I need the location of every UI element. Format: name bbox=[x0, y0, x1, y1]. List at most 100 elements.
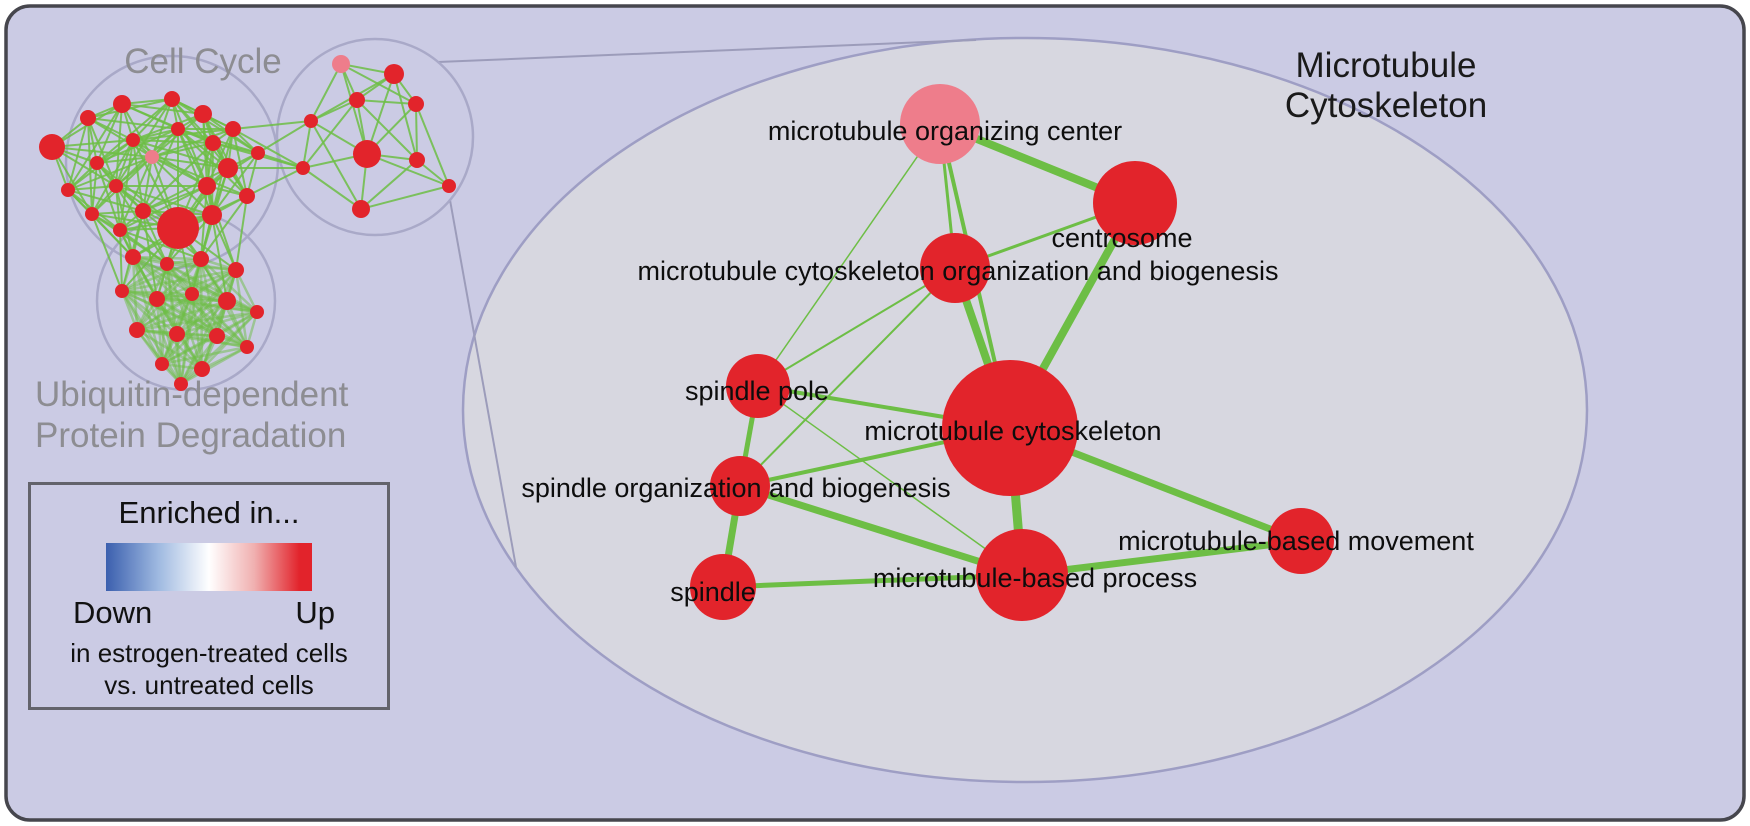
cluster-title-cell-cycle: Cell Cycle bbox=[124, 42, 282, 81]
node-mt_cytoskeleton bbox=[942, 360, 1078, 496]
node-label-spindle_org: spindle organization and biogenesis bbox=[521, 473, 950, 503]
overview-edge bbox=[119, 156, 153, 231]
overview-edge bbox=[142, 167, 229, 212]
overview-edge bbox=[310, 63, 342, 122]
overview-edge bbox=[115, 185, 121, 231]
overview-node bbox=[251, 146, 265, 160]
overview-edge bbox=[119, 229, 123, 292]
overview-edge bbox=[257, 152, 304, 169]
overview-node bbox=[39, 134, 65, 160]
node-mt_based_process bbox=[976, 529, 1068, 621]
overview-edge bbox=[356, 99, 417, 105]
overview-edge bbox=[91, 139, 134, 215]
overview-edge bbox=[119, 185, 208, 231]
overview-edge bbox=[136, 299, 228, 332]
overview-edge bbox=[151, 98, 173, 158]
overview-edge bbox=[360, 159, 418, 210]
overview-edge bbox=[232, 128, 304, 169]
node-label-mt_based_process: microtubule-based process bbox=[873, 563, 1197, 593]
overview-edge bbox=[206, 185, 237, 271]
legend-caption-line1: in estrogen-treated cells bbox=[70, 638, 348, 668]
cluster-title-ubiquitin-line1: Ubiquitin-dependent bbox=[35, 375, 349, 414]
overview-edge bbox=[206, 128, 234, 187]
legend-up-label: Up bbox=[295, 595, 335, 630]
legend-caption-line2: vs. untreated cells bbox=[104, 669, 314, 700]
overview-edge bbox=[142, 156, 153, 212]
overview-edge bbox=[415, 103, 418, 161]
overview-node bbox=[155, 357, 169, 371]
overview-edge bbox=[67, 103, 123, 191]
overview-node bbox=[198, 177, 216, 195]
overview-edge bbox=[115, 98, 173, 187]
legend-box: Enriched in... Down Up in estrogen-treat… bbox=[28, 482, 390, 710]
overview-node bbox=[296, 161, 310, 175]
node-label-spindle: spindle bbox=[670, 577, 756, 607]
node-label-mco: microtubule cytoskeleton organization an… bbox=[638, 256, 1279, 286]
overview-node bbox=[408, 96, 424, 112]
cluster-title-microtubule-line2: Cytoskeleton bbox=[1284, 86, 1488, 126]
edge-mco-spindle_org bbox=[739, 267, 956, 487]
overview-edge bbox=[151, 142, 214, 158]
cluster-title-ubiquitin: Ubiquitin-dependent Protein Degradation bbox=[35, 374, 348, 457]
overview-edge bbox=[310, 99, 358, 122]
overview-node bbox=[409, 152, 425, 168]
overview-node bbox=[61, 183, 75, 197]
edge-mco-spindle_pole bbox=[757, 267, 956, 387]
overview-edge bbox=[310, 120, 362, 210]
overview-edge bbox=[115, 185, 134, 258]
overview-node bbox=[109, 179, 123, 193]
overview-node bbox=[209, 328, 225, 344]
overview-node bbox=[80, 110, 96, 126]
overview-edge bbox=[156, 297, 258, 314]
overview-node bbox=[145, 150, 159, 164]
overview-node bbox=[194, 361, 210, 377]
overview-node bbox=[304, 114, 318, 128]
overview-node bbox=[185, 287, 199, 301]
overview-edge bbox=[121, 289, 248, 349]
overview-node bbox=[135, 203, 151, 219]
overview-edge bbox=[257, 120, 312, 154]
overview-edge bbox=[67, 185, 117, 191]
overview-edge bbox=[136, 310, 258, 332]
overview-edge bbox=[340, 63, 368, 155]
overview-edge bbox=[175, 333, 183, 385]
overview-edge bbox=[177, 128, 208, 187]
edge-spindle_pole-mt_based_process bbox=[757, 385, 1023, 576]
cluster-title-microtubule: Microtubule Cytoskeleton bbox=[1230, 46, 1542, 127]
overview-node bbox=[353, 140, 381, 168]
overview-edge bbox=[115, 103, 123, 187]
edge-mt_based_process-mt_based_movement bbox=[1021, 537, 1302, 579]
node-spindle_pole bbox=[726, 354, 790, 418]
overview-edge bbox=[232, 120, 312, 130]
overview-edge bbox=[302, 120, 312, 169]
node-label-spindle_pole: spindle pole bbox=[685, 376, 829, 406]
overview-node bbox=[250, 305, 264, 319]
overview-node bbox=[384, 64, 404, 84]
overview-node bbox=[115, 284, 129, 298]
legend-down-label: Down bbox=[73, 595, 153, 630]
overview-node bbox=[113, 95, 131, 113]
overview-edge bbox=[360, 185, 450, 210]
overview-edge bbox=[302, 167, 362, 210]
overview-node bbox=[90, 156, 104, 170]
overview-node bbox=[225, 121, 241, 137]
node-spindle_org bbox=[710, 456, 770, 516]
node-label-moc: microtubule organizing center bbox=[768, 116, 1122, 146]
overview-edge bbox=[121, 268, 237, 293]
node-mt_based_movement bbox=[1268, 508, 1334, 574]
overview-edge bbox=[393, 73, 418, 161]
overview-edge bbox=[246, 167, 304, 197]
overview-edge bbox=[142, 185, 208, 212]
overview-edge bbox=[132, 139, 208, 187]
node-spindle bbox=[690, 554, 756, 620]
overview-edge bbox=[119, 229, 202, 260]
overview-node bbox=[126, 133, 140, 147]
overview-edge bbox=[96, 98, 173, 164]
overview-node bbox=[129, 322, 145, 338]
cluster-boundary-mt bbox=[275, 37, 475, 237]
overview-node bbox=[169, 326, 185, 342]
overview-edge bbox=[176, 310, 258, 336]
node-label-mt_cytoskeleton: microtubule cytoskeleton bbox=[864, 416, 1161, 446]
overview-edge bbox=[202, 113, 248, 197]
